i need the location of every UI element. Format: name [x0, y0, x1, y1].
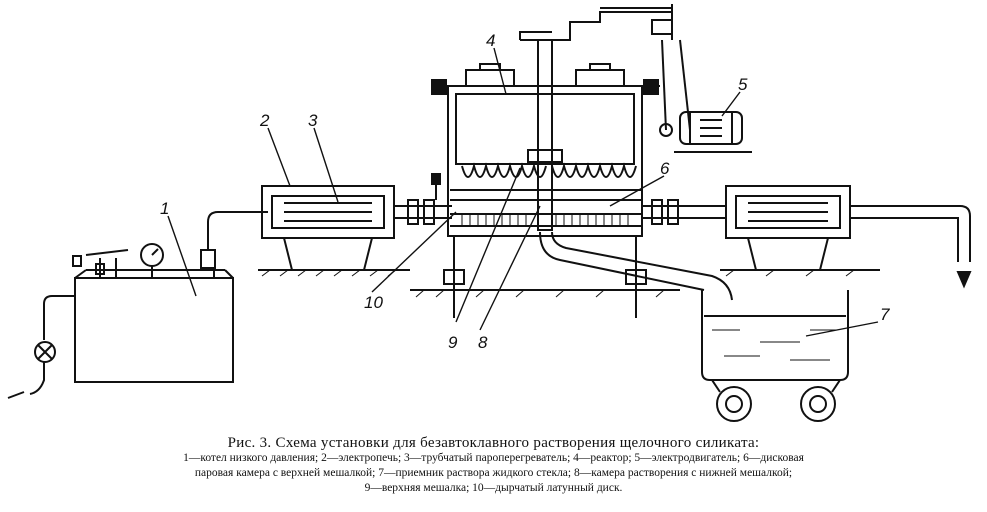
label-3: 3 [308, 111, 318, 130]
caption-line-3: 9—верхняя мешалка; 10—дырчатый латунный … [364, 482, 623, 494]
label-7: 7 [880, 305, 890, 324]
right-electric-furnace [642, 185, 972, 289]
low-pressure-boiler [7, 211, 268, 399]
label-4: 4 [486, 31, 495, 50]
figure-caption: Рис. 3. Схема установки для безавтоклавн… [0, 436, 987, 496]
label-9: 9 [448, 333, 458, 352]
ground-lines [258, 269, 880, 298]
liquid-glass-receiver [701, 290, 849, 422]
reactor [431, 4, 733, 318]
label-1: 1 [160, 199, 169, 218]
caption-title: Рис. 3. Схема установки для безавтоклавн… [227, 435, 760, 451]
installation-diagram: 1 2 3 4 5 6 7 8 9 10 [7, 4, 972, 422]
label-5: 5 [738, 75, 748, 94]
caption-line-2: паровая камера с верхней мешалкой; 7—при… [194, 467, 793, 479]
electric-motor [659, 39, 752, 153]
left-electric-furnace [261, 173, 452, 271]
leader-lines [167, 47, 879, 337]
caption-line-1: 1—котел низкого давления; 2—электропечь;… [183, 452, 804, 464]
label-2: 2 [259, 111, 270, 130]
label-10: 10 [364, 293, 383, 312]
label-8: 8 [478, 333, 488, 352]
label-6: 6 [660, 159, 670, 178]
